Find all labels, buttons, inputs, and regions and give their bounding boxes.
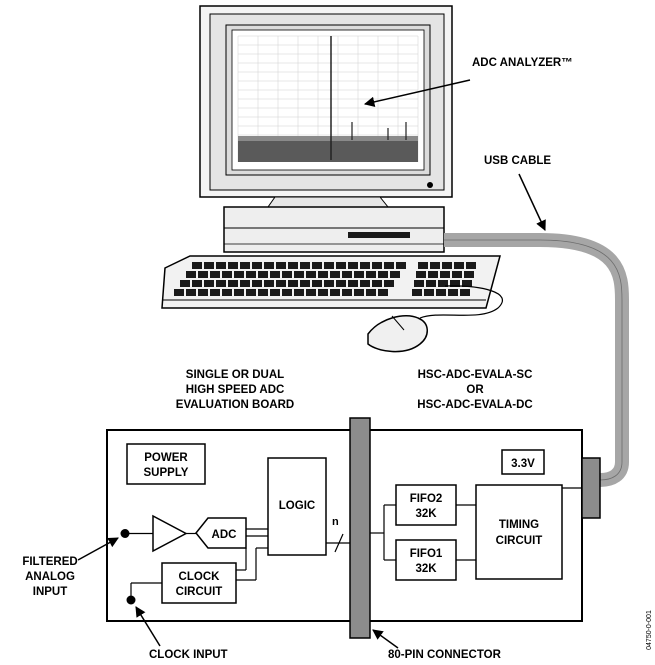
- fifo2-label-2: 32K: [415, 508, 437, 520]
- analyzer-label: ADC ANALYZER™: [472, 57, 573, 69]
- bus-width-label: n: [332, 516, 339, 528]
- kit-name-line-2: OR: [466, 384, 484, 396]
- mouse: [367, 285, 503, 353]
- board-wiring: [126, 487, 582, 600]
- adc-label: ADC: [212, 529, 237, 541]
- clock-circuit-label-1: CLOCK: [179, 571, 221, 583]
- usb-cable: [444, 233, 629, 487]
- usb-cable-label: USB CABLE: [484, 155, 551, 167]
- amplifier-icon: [152, 514, 188, 553]
- connector-label: 80-PIN CONNECTOR: [388, 649, 502, 661]
- analog-input-terminal: [120, 529, 130, 538]
- analog-input-label-2: ANALOG: [25, 571, 75, 583]
- power-supply-label-2: SUPPLY: [144, 467, 189, 479]
- timing-circuit-block: [475, 484, 563, 580]
- connector-80-pin: [349, 417, 371, 639]
- keyboard: [161, 255, 501, 309]
- fifo1-label-2: 32K: [415, 563, 437, 575]
- figure-id: 04750-0-001: [646, 610, 653, 650]
- voltage-block: [501, 449, 545, 475]
- kit-name-line-1: HSC-ADC-EVALA-SC: [418, 369, 533, 381]
- analog-input-label-1: FILTERED: [22, 556, 77, 568]
- clock-input-terminal: [126, 595, 136, 605]
- board-title-line-2: HIGH SPEED ADC: [186, 384, 285, 396]
- timing-circuit-label-1: TIMING: [499, 519, 539, 531]
- timing-circuit-label-2: CIRCUIT: [496, 535, 543, 547]
- voltage-label: 3.3V: [511, 458, 535, 470]
- analyzer-screen: [231, 29, 425, 171]
- adc-block: [195, 517, 247, 549]
- usb-port: [581, 457, 601, 519]
- logic-label: LOGIC: [279, 500, 315, 512]
- computer: [161, 5, 503, 353]
- clock-input-label: CLOCK INPUT: [149, 649, 228, 661]
- fifo1-label-1: FIFO1: [410, 548, 443, 560]
- fifo2-label-1: FIFO2: [410, 493, 443, 505]
- system-unit: [223, 206, 445, 253]
- kit-name-line-3: HSC-ADC-EVALA-DC: [417, 399, 532, 411]
- analog-input-label-3: INPUT: [33, 586, 68, 598]
- clock-circuit-block: [161, 562, 237, 604]
- power-supply-label-1: POWER: [144, 452, 188, 464]
- board-title-line-3: EVALUATION BOARD: [176, 399, 294, 411]
- fifo1-block: [395, 539, 457, 581]
- fifo2-block: [395, 484, 457, 526]
- clock-circuit-label-2: CIRCUIT: [176, 586, 223, 598]
- power-supply-block: [126, 443, 206, 485]
- board-title-line-1: SINGLE OR DUAL: [186, 369, 284, 381]
- logic-block: [267, 457, 327, 556]
